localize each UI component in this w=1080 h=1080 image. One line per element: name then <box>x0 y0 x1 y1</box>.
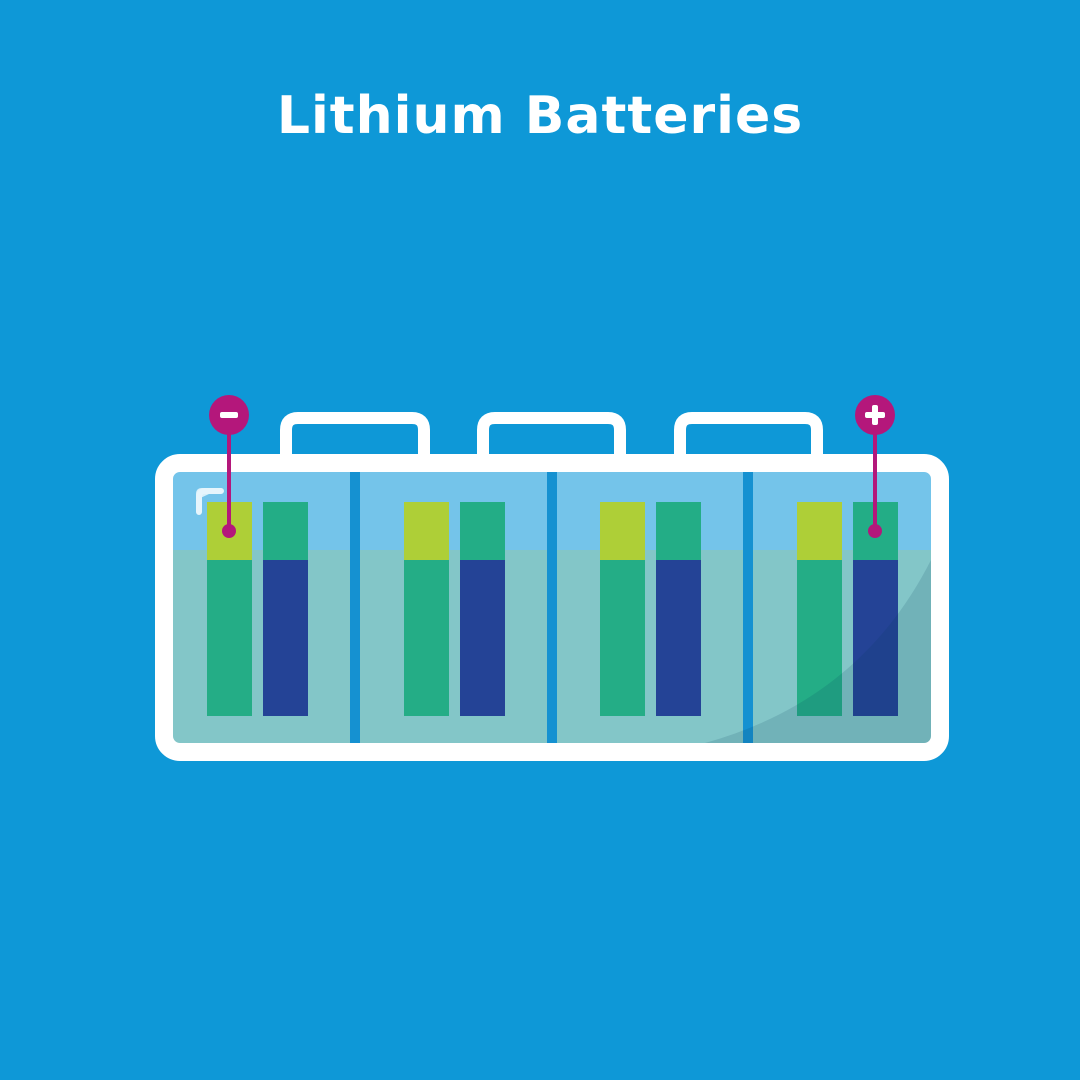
cathode-cap <box>460 502 505 560</box>
anode-body <box>600 559 645 716</box>
page-title: Lithium Batteries <box>276 86 804 146</box>
cell-divider-3 <box>743 472 753 743</box>
cell-4 <box>797 502 898 716</box>
connector-3-4 <box>674 412 823 505</box>
anode-body <box>207 559 252 716</box>
connector-group <box>280 412 823 505</box>
connector-1-2 <box>280 412 430 505</box>
negative-terminal <box>209 395 249 538</box>
negative-contact-dot <box>222 524 236 538</box>
anode-body <box>797 559 842 716</box>
cathode-body <box>263 559 308 716</box>
cell-2 <box>404 502 505 716</box>
plus-icon <box>865 405 885 425</box>
glare-highlight-stroke <box>196 488 224 515</box>
anode-cap <box>600 502 645 560</box>
cell-divider-1 <box>350 472 360 743</box>
anode-body <box>404 559 449 716</box>
battery-casing <box>155 454 949 761</box>
cathode-body <box>460 559 505 716</box>
cathode-body <box>656 559 701 716</box>
cathode-cap <box>656 502 701 560</box>
cell-divider-2 <box>547 472 557 743</box>
anode-cap <box>797 502 842 560</box>
minus-icon <box>220 412 238 418</box>
positive-contact-dot <box>868 524 882 538</box>
cathode-body <box>853 559 898 716</box>
connector-2-3 <box>477 412 626 505</box>
anode-cap <box>404 502 449 560</box>
cell-3 <box>600 502 701 716</box>
glass-reflection <box>705 560 931 743</box>
cathode-cap <box>263 502 308 560</box>
positive-terminal <box>855 395 895 538</box>
